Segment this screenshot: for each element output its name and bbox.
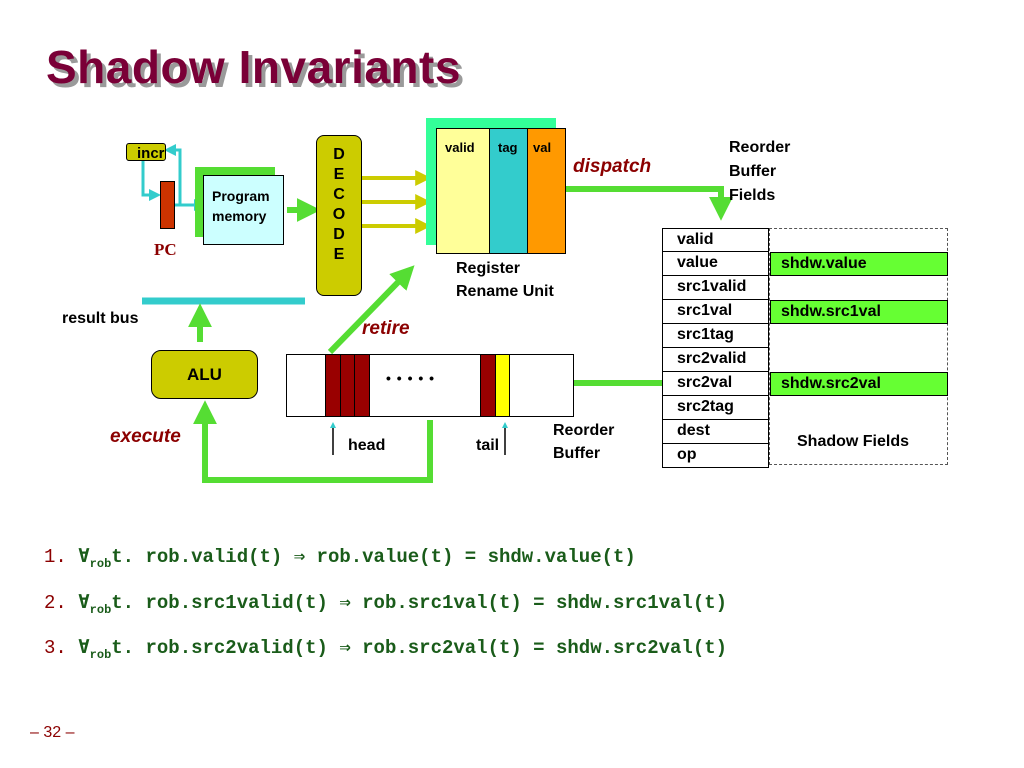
rru-caption-line-1: Register	[456, 260, 521, 277]
forall-symbol: ∀	[78, 592, 90, 614]
rru-val-column	[527, 128, 566, 254]
page-number: – 32 –	[30, 724, 75, 741]
rob-fields-caption-line: Fields	[729, 187, 776, 204]
decode-letter: D	[333, 226, 345, 243]
rob-fields-table: valid value src1valid src1val src1tag sr…	[662, 228, 769, 468]
slide-title: Shadow Invariants	[46, 41, 461, 93]
reorder-buffer-caption-line: Buffer	[553, 445, 601, 462]
rob-field-row: valid	[662, 228, 769, 252]
rob-field-row: op	[662, 444, 769, 468]
alu-label: ALU	[187, 364, 222, 384]
rob-fields-caption-line: Buffer	[729, 163, 777, 180]
reorder-buffer-caption: Reorder Buffer	[553, 419, 614, 465]
forall-subscript: rob	[89, 556, 112, 571]
rru-caption: Register Rename Unit	[456, 257, 554, 303]
shadow-field-src2val: shdw.src2val	[770, 372, 948, 396]
execute-loop	[193, 400, 433, 483]
program-memory: Program memory	[203, 175, 284, 245]
rob-field-row: src2tag	[662, 396, 769, 420]
execute-label: execute	[110, 426, 181, 447]
retire-arrow	[327, 265, 415, 355]
rru-col-val: val	[533, 140, 552, 155]
shadow-field-src1val: shdw.src1val	[770, 300, 948, 324]
shadow-field-value: shdw.value	[770, 252, 948, 276]
invariant-text: t. rob.src1valid(t) ⇒ rob.src1val(t) = s…	[111, 592, 728, 614]
program-memory-label-2: memory	[212, 208, 267, 224]
result-bus-label: result bus	[62, 310, 139, 327]
rob-ellipsis: • • • • •	[386, 370, 436, 386]
rob-entry-tail	[495, 354, 510, 417]
decode-letter: E	[333, 166, 345, 183]
rob-field-row: dest	[662, 420, 769, 444]
rob-fields-caption-line: Reorder	[729, 139, 791, 156]
rob-field-row: src2valid	[662, 348, 769, 372]
invariant-2: 2. ∀robt. rob.src1valid(t) ⇒ rob.src1val…	[44, 591, 727, 617]
rob-field-row: src1valid	[662, 276, 769, 300]
head-label: head	[348, 437, 386, 454]
decode-letter: O	[332, 206, 346, 223]
rru-col-tag: tag	[498, 140, 518, 155]
shadow-fields-caption: Shadow Fields	[797, 433, 910, 450]
forall-symbol: ∀	[78, 546, 90, 568]
dispatch-label: dispatch	[573, 156, 652, 177]
rob-field-row: src1tag	[662, 324, 769, 348]
rob-field-row: src2val	[662, 372, 769, 396]
invariant-3: 3. ∀robt. rob.src2valid(t) ⇒ rob.src2val…	[44, 636, 727, 662]
rru-col-valid: valid	[445, 140, 475, 155]
rob-fields-caption: Reorder Buffer Fields	[729, 136, 790, 208]
forall-subscript: rob	[89, 602, 112, 617]
tail-label: tail	[476, 437, 500, 454]
invariant-number: 2.	[44, 592, 67, 614]
incr-unit	[126, 143, 166, 161]
rru-caption-line-2: Rename Unit	[456, 283, 554, 300]
decode-letter: E	[333, 246, 345, 263]
decode-letter: D	[333, 146, 345, 163]
rob-field-row: src1val	[662, 300, 769, 324]
rob-entry	[340, 354, 355, 417]
rob-entry	[480, 354, 496, 417]
invariant-1: 1. ∀robt. rob.valid(t) ⇒ rob.value(t) = …	[44, 545, 636, 571]
decode-letter: C	[333, 186, 345, 203]
invariant-text: t. rob.src2valid(t) ⇒ rob.src2val(t) = s…	[111, 637, 728, 659]
invariant-number: 3.	[44, 637, 67, 659]
incr-to-pc	[141, 160, 161, 201]
invariant-number: 1.	[44, 546, 67, 568]
pc-register	[160, 181, 175, 229]
forall-subscript: rob	[89, 647, 112, 662]
invariant-text: t. rob.valid(t) ⇒ rob.value(t) = shdw.va…	[111, 546, 636, 568]
rob-field-row: value	[662, 252, 769, 276]
rob-entry	[354, 354, 370, 417]
program-memory-label-1: Program	[212, 188, 270, 204]
dispatch-arrow	[566, 186, 733, 221]
incr-label: incr	[137, 145, 165, 162]
alu-unit: ALU	[151, 350, 258, 399]
forall-symbol: ∀	[78, 637, 90, 659]
rob-entry	[325, 354, 341, 417]
pc-label: PC	[154, 240, 177, 259]
retire-label: retire	[362, 318, 410, 339]
decode-unit: D E C O D E	[316, 135, 362, 296]
reorder-buffer-caption-line: Reorder	[553, 422, 615, 439]
